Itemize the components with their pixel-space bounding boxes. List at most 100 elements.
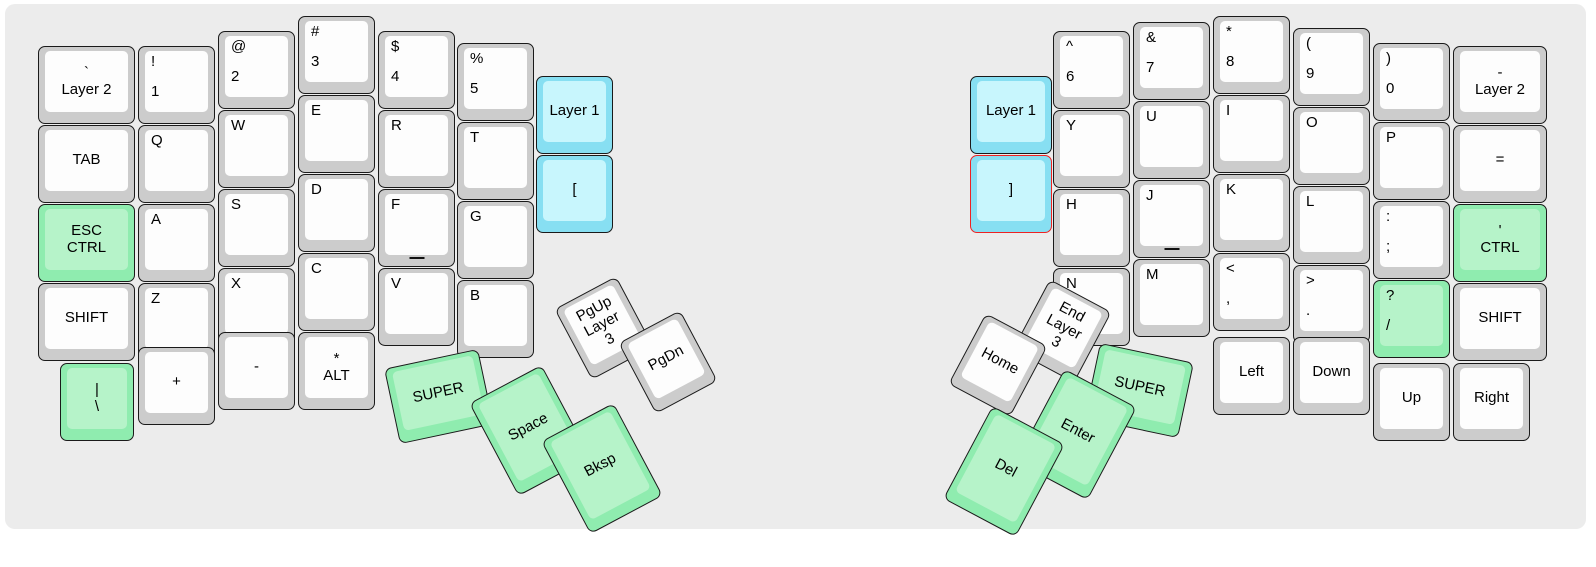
keycap-surface <box>1380 285 1443 346</box>
key-u[interactable]: U <box>1133 101 1210 179</box>
keycap-surface <box>1220 21 1283 82</box>
key-shift[interactable]: SHIFT <box>38 283 135 361</box>
key-2[interactable]: @2 <box>218 31 295 109</box>
key-layer-2[interactable]: -Layer 2 <box>1453 46 1547 124</box>
keycap-surface <box>305 21 368 82</box>
key-p[interactable]: P <box>1373 122 1450 200</box>
keycap-surface <box>385 194 448 255</box>
key-y[interactable]: Y <box>1053 110 1130 188</box>
key-right[interactable]: Right <box>1453 363 1530 441</box>
key-a[interactable]: A <box>138 204 215 282</box>
key-o[interactable]: O <box>1293 107 1370 185</box>
key-up[interactable]: Up <box>1373 363 1450 441</box>
key-down[interactable]: Down <box>1293 337 1370 415</box>
key-key[interactable]: ?/ <box>1373 280 1450 358</box>
key-ctrl[interactable]: 'CTRL <box>1453 204 1547 282</box>
key-tab[interactable]: TAB <box>38 125 135 203</box>
key-key[interactable]: <, <box>1213 253 1290 331</box>
key-3[interactable]: #3 <box>298 16 375 94</box>
key-e[interactable]: E <box>298 95 375 173</box>
key-shift[interactable]: SHIFT <box>1453 283 1547 361</box>
key-8[interactable]: *8 <box>1213 16 1290 94</box>
key-i[interactable]: I <box>1213 95 1290 173</box>
key-7[interactable]: &7 <box>1133 22 1210 100</box>
keycap-surface <box>225 115 288 176</box>
key-key[interactable]: |\ <box>60 363 134 441</box>
key-layer-1[interactable]: Layer 1 <box>970 76 1052 154</box>
key-9[interactable]: (9 <box>1293 28 1370 106</box>
keycap-surface <box>977 81 1045 142</box>
keycap-surface <box>464 48 527 109</box>
key-4[interactable]: $4 <box>378 31 455 109</box>
key-s[interactable]: S <box>218 189 295 267</box>
key-key[interactable]: = <box>1453 125 1547 203</box>
key-d[interactable]: D <box>298 174 375 252</box>
keycap-surface <box>385 273 448 334</box>
key-v[interactable]: V <box>378 268 455 346</box>
key-key[interactable]: - <box>218 332 295 410</box>
key-m[interactable]: M <box>1133 259 1210 337</box>
key-l[interactable]: L <box>1293 186 1370 264</box>
keycap-surface <box>225 194 288 255</box>
keycap-surface <box>305 337 368 398</box>
key-key[interactable]: + <box>138 347 215 425</box>
keycap-surface <box>1220 179 1283 240</box>
key-layer-1[interactable]: Layer 1 <box>536 76 613 154</box>
key-b[interactable]: B <box>457 280 534 358</box>
key-alt[interactable]: *ALT <box>298 332 375 410</box>
keycap-surface <box>1140 27 1203 88</box>
key-5[interactable]: %5 <box>457 43 534 121</box>
keycap-surface <box>1140 185 1203 246</box>
keycap-surface <box>385 115 448 176</box>
homing-bar-indicator <box>1164 248 1179 250</box>
key-r[interactable]: R <box>378 110 455 188</box>
key-w[interactable]: W <box>218 110 295 188</box>
key-j[interactable]: J <box>1133 180 1210 258</box>
key-key[interactable]: ] <box>970 155 1052 233</box>
key-t[interactable]: T <box>457 122 534 200</box>
keycap-surface <box>464 285 527 346</box>
keycap-surface <box>67 368 127 429</box>
keycap-surface <box>1460 209 1540 270</box>
key-1[interactable]: !1 <box>138 46 215 124</box>
key-q[interactable]: Q <box>138 125 215 203</box>
keycap-surface <box>1460 368 1523 429</box>
keycap-surface <box>1380 48 1443 109</box>
key-c[interactable]: C <box>298 253 375 331</box>
keycap-surface <box>225 36 288 97</box>
keycap-surface <box>1220 258 1283 319</box>
key-key[interactable]: [ <box>536 155 613 233</box>
keycap-surface <box>391 355 485 431</box>
key-6[interactable]: ^6 <box>1053 31 1130 109</box>
keycap-surface <box>543 160 606 221</box>
key-super[interactable]: SUPER <box>384 348 494 445</box>
keycap-surface <box>385 36 448 97</box>
key-f[interactable]: F <box>378 189 455 267</box>
keycap-surface <box>1220 100 1283 161</box>
key-h[interactable]: H <box>1053 189 1130 267</box>
key-key[interactable]: :; <box>1373 201 1450 279</box>
keycap-surface <box>145 51 208 112</box>
keycap-surface <box>1300 33 1363 94</box>
homing-bar-indicator <box>409 257 424 259</box>
keycap-surface <box>45 288 128 349</box>
key-0[interactable]: )0 <box>1373 43 1450 121</box>
keycap-surface <box>1300 270 1363 331</box>
key-g[interactable]: G <box>457 201 534 279</box>
keycap-surface <box>145 352 208 413</box>
keycap-surface <box>1460 130 1540 191</box>
key-left[interactable]: Left <box>1213 337 1290 415</box>
key-k[interactable]: K <box>1213 174 1290 252</box>
keycap-surface <box>225 273 288 334</box>
key-layer-2[interactable]: `Layer 2 <box>38 46 135 124</box>
keycap-surface <box>1140 106 1203 167</box>
keycap-surface <box>45 209 128 270</box>
keycap-surface <box>977 160 1045 221</box>
keycap-surface <box>543 81 606 142</box>
key-key[interactable]: >. <box>1293 265 1370 343</box>
keycap-surface <box>1380 127 1443 188</box>
keycap-surface <box>1300 191 1363 252</box>
